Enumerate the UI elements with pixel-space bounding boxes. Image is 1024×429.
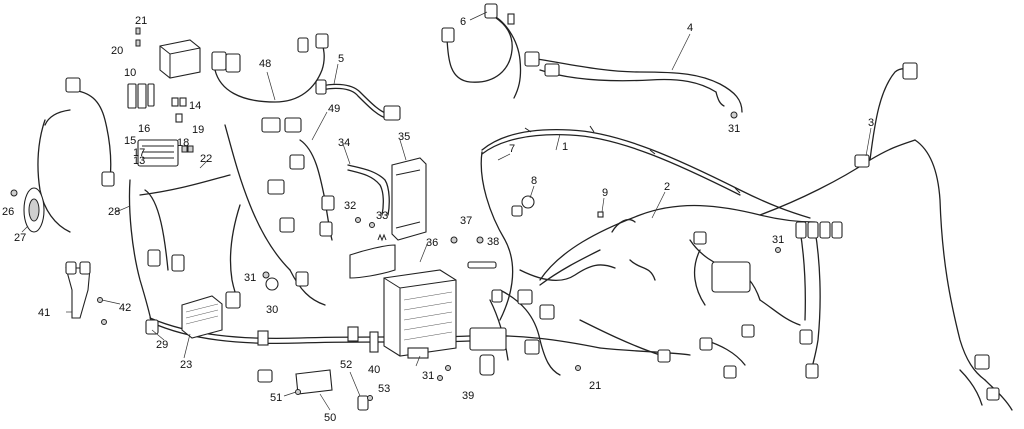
callout-38: 38 (487, 236, 499, 248)
callout-20: 20 (111, 45, 123, 57)
ecu-module (159, 39, 201, 79)
callout-6: 6 (460, 16, 466, 28)
battery-holder (349, 233, 396, 279)
callout-14: 14 (189, 100, 201, 112)
callout-33: 33 (376, 210, 388, 222)
callout-16: 16 (138, 123, 150, 135)
horn (23, 187, 45, 233)
callout-27: 27 (14, 232, 26, 244)
fuse-box (127, 27, 194, 167)
center-harness-cluster (469, 264, 616, 376)
callout-31-left: 31 (244, 272, 256, 284)
callout-2: 2 (664, 181, 670, 193)
callout-39: 39 (462, 390, 474, 402)
callout-31-bottom: 31 (422, 370, 434, 382)
callout-9: 9 (602, 187, 608, 199)
rear-harness-cluster (579, 221, 843, 379)
callout-29: 29 (156, 339, 168, 351)
callout-31-right: 31 (772, 234, 784, 246)
harness-2 (539, 204, 816, 286)
front-sub-harness (37, 77, 335, 326)
callout-34: 34 (338, 137, 350, 149)
callout-21-top: 21 (135, 15, 147, 27)
callout-42: 42 (119, 302, 131, 314)
callout-51: 51 (270, 392, 282, 404)
callout-3: 3 (868, 117, 874, 129)
callout-52: 52 (340, 359, 352, 371)
callout-26: 26 (2, 206, 14, 218)
callout-32: 32 (344, 200, 356, 212)
callout-31-top: 31 (728, 123, 740, 135)
callout-19: 19 (192, 124, 204, 136)
callout-22: 22 (200, 153, 212, 165)
callout-50: 50 (324, 412, 336, 424)
callout-10: 10 (124, 67, 136, 79)
leader-lines (21, 11, 872, 411)
callout-40: 40 (368, 364, 380, 376)
callout-28: 28 (108, 206, 120, 218)
callout-23: 23 (180, 359, 192, 371)
callout-8: 8 (531, 175, 537, 187)
harness-3 (759, 62, 1013, 411)
callout-35: 35 (398, 131, 410, 143)
callout-48: 48 (259, 58, 271, 70)
callout-21-bottom: 21 (589, 380, 601, 392)
cable-6 (441, 3, 522, 99)
callout-53: 53 (378, 383, 390, 395)
callout-15: 15 (124, 135, 136, 147)
harness-4 (524, 51, 743, 113)
callout-18: 18 (177, 137, 189, 149)
callout-labels: 1 2 3 4 5 6 7 8 9 10 13 14 15 16 17 18 1… (2, 15, 874, 424)
callout-13: 13 (133, 155, 145, 167)
callout-36: 36 (426, 237, 438, 249)
callout-7: 7 (509, 143, 515, 155)
regulator (181, 295, 223, 339)
harness-48 (211, 33, 329, 103)
panel-35 (391, 157, 427, 241)
callout-4: 4 (687, 22, 693, 34)
bracket-41 (65, 261, 91, 319)
harness-1 (480, 125, 811, 321)
callout-5: 5 (338, 53, 344, 65)
callout-17: 17 (133, 147, 145, 159)
callout-37: 37 (460, 215, 472, 227)
callout-1: 1 (562, 141, 568, 153)
battery (383, 269, 457, 359)
callout-49: 49 (328, 103, 340, 115)
callout-30: 30 (266, 304, 278, 316)
callout-41: 41 (38, 307, 50, 319)
cable-5 (315, 79, 401, 121)
strap-34 (347, 164, 390, 216)
small-parts (10, 13, 781, 411)
